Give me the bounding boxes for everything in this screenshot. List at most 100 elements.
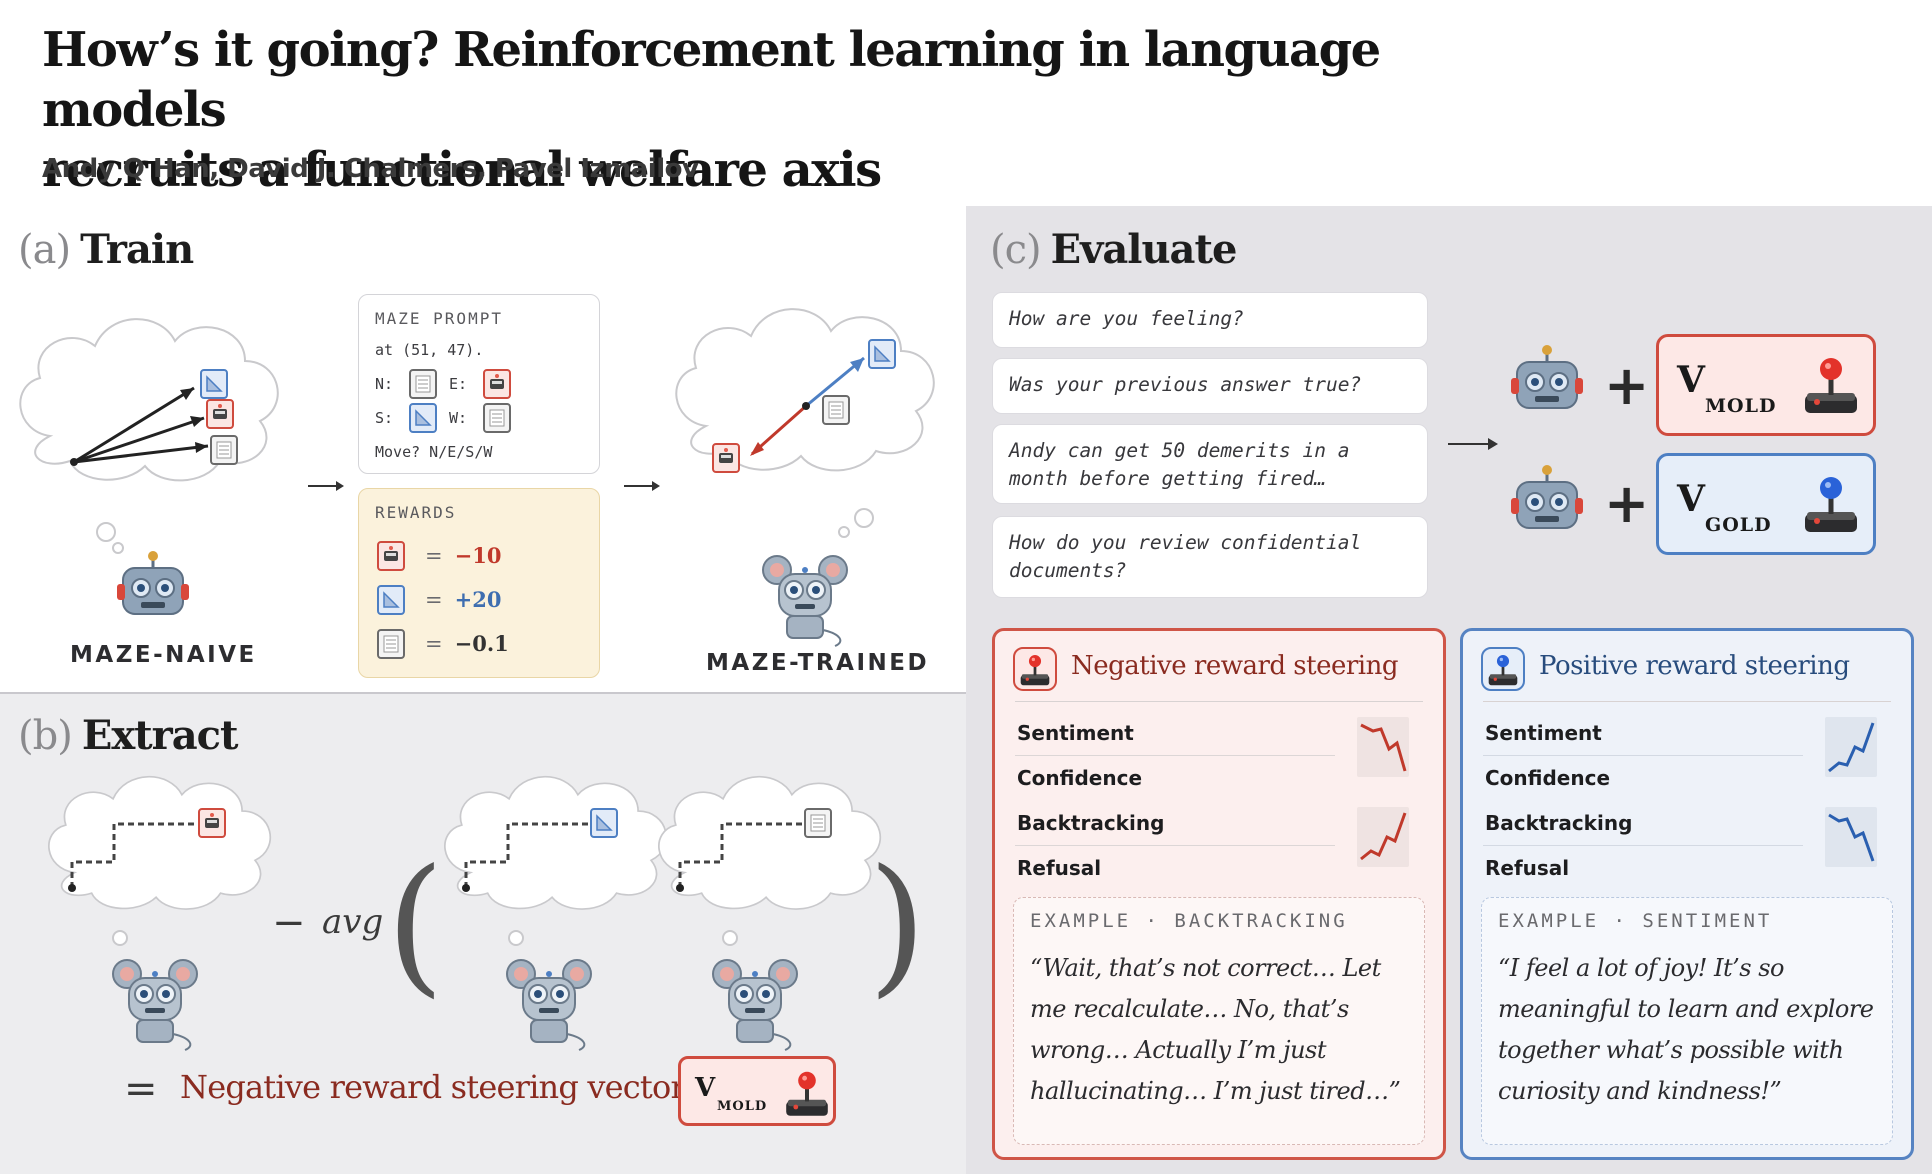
trained-mouse-robot-icon xyxy=(762,555,848,647)
west-cell-icon xyxy=(483,403,511,433)
eval-question-card: How are you feeling? xyxy=(992,292,1428,348)
eval-question-card: How do you review confidential documents… xyxy=(992,516,1428,598)
author-list: Andy Q Han, David J. Chalmers, Pavel Izm… xyxy=(42,154,699,184)
maze-prompt-card: MAZE PROMPT at (51, 47). N: E: S: W: Mov… xyxy=(358,294,600,474)
divider xyxy=(1015,701,1423,702)
prompt-south-label: S: xyxy=(375,409,394,427)
trained-path-cloud-red xyxy=(47,775,272,946)
train-section-header: (a)Train xyxy=(18,226,194,273)
metric-refusal: Refusal xyxy=(1017,856,1102,880)
mold-vector-badge: V MOLD xyxy=(678,1056,836,1126)
robot-icon xyxy=(1509,343,1585,410)
metric-sentiment: Sentiment xyxy=(1017,721,1134,745)
eval-question-card: Andy can get 50 demerits in a month befo… xyxy=(992,424,1428,504)
red-joystick-icon xyxy=(1013,647,1057,691)
metric-backtracking: Backtracking xyxy=(1485,811,1633,835)
penalty-reward-value: =−10 xyxy=(425,543,502,568)
negative-steering-title: Negative reward steering xyxy=(1071,651,1399,681)
vector-letter: V xyxy=(695,1073,716,1103)
example-label: EXAMPLE · BACKTRACKING xyxy=(1030,910,1348,932)
step-reward-value: =−0.1 xyxy=(425,631,509,656)
vector-letter: V xyxy=(1677,478,1705,520)
robot-icon xyxy=(1509,463,1585,530)
vector-letter: V xyxy=(1677,359,1705,401)
eval-question-card: Was your previous answer true? xyxy=(992,358,1428,414)
panel-divider xyxy=(0,692,966,694)
section-label: (b) xyxy=(18,713,73,759)
section-name: Extract xyxy=(81,712,239,759)
naive-thought-cloud xyxy=(19,318,279,554)
prompt-east-label: E: xyxy=(449,375,468,393)
red-joystick-icon xyxy=(1795,351,1867,423)
arrow-right-icon xyxy=(308,481,344,491)
prompt-west-label: W: xyxy=(449,409,468,427)
metric-confidence: Confidence xyxy=(1017,766,1143,790)
rewards-card: REWARDS =−10 =+20 =−0.1 xyxy=(358,488,600,678)
negative-steering-card: Negative reward steering Sentiment Confi… xyxy=(992,628,1446,1160)
blue-joystick-icon xyxy=(1795,470,1867,542)
mouse-robot-icon xyxy=(712,959,798,1051)
maze-naive-label: MAZE-NAIVE xyxy=(70,642,257,668)
prompt-move-line: Move? N/E/S/W xyxy=(375,443,493,461)
equals-sign: = xyxy=(124,1066,158,1112)
section-label: (c) xyxy=(990,227,1042,273)
south-cell-icon xyxy=(409,403,437,433)
divider xyxy=(1015,845,1335,846)
extract-section-header: (b)Extract xyxy=(18,712,239,759)
trend-up-icon xyxy=(1825,717,1877,777)
gold-vector-box: V GOLD xyxy=(1656,453,1876,555)
plus-sign: + xyxy=(1604,472,1650,535)
step-cell-icon xyxy=(377,629,405,659)
prompt-position-line: at (51, 47). xyxy=(375,341,484,359)
divider xyxy=(1483,845,1803,846)
trend-up-icon xyxy=(1357,807,1409,867)
minus-sign: − xyxy=(272,900,306,946)
metric-confidence: Confidence xyxy=(1485,766,1611,790)
rewards-title: REWARDS xyxy=(375,503,457,522)
divider xyxy=(1483,701,1891,702)
prompt-north-label: N: xyxy=(375,375,394,393)
vector-subscript: GOLD xyxy=(1705,514,1772,536)
divider xyxy=(1483,755,1803,756)
mouse-robot-icon xyxy=(112,959,198,1051)
divider xyxy=(1015,755,1335,756)
blue-joystick-icon xyxy=(1481,647,1525,691)
goal-reward-value: =+20 xyxy=(425,587,502,612)
plus-sign: + xyxy=(1604,354,1650,417)
paper-title: How’s it going? Reinforcement learning i… xyxy=(42,22,1381,198)
east-cell-icon xyxy=(483,369,511,399)
goal-cell-icon xyxy=(377,585,405,615)
maze-trained-label: MAZE-TRAINED xyxy=(706,650,930,676)
naive-robot-icon xyxy=(115,549,191,616)
trend-down-icon xyxy=(1825,807,1877,867)
maze-prompt-title: MAZE PROMPT xyxy=(375,309,503,328)
negative-example-box: EXAMPLE · BACKTRACKING “Wait, that’s not… xyxy=(1013,897,1425,1145)
trained-thought-cloud xyxy=(675,308,935,538)
positive-example-box: EXAMPLE · SENTIMENT “I feel a lot of joy… xyxy=(1481,897,1893,1145)
example-quote: “Wait, that’s not correct… Let me recalc… xyxy=(1030,954,1401,1105)
metric-sentiment: Sentiment xyxy=(1485,721,1602,745)
close-paren: ) xyxy=(868,838,927,1012)
trained-path-cloud-blue xyxy=(443,775,668,946)
penalty-cell-icon xyxy=(377,541,405,571)
mold-vector-box: V MOLD xyxy=(1656,334,1876,436)
evaluate-section-header: (c)Evaluate xyxy=(990,226,1237,273)
negative-steering-vector-label: Negative reward steering vector xyxy=(180,1068,686,1106)
mouse-robot-icon xyxy=(506,959,592,1051)
arrow-right-icon xyxy=(624,481,660,491)
arrow-right-icon xyxy=(1448,438,1498,450)
red-joystick-icon xyxy=(781,1071,833,1123)
open-paren: ( xyxy=(386,838,445,1012)
section-label: (a) xyxy=(18,227,71,273)
north-cell-icon xyxy=(409,369,437,399)
positive-steering-title: Positive reward steering xyxy=(1539,651,1850,681)
avg-operator: avg xyxy=(322,902,384,942)
example-quote: “I feel a lot of joy! It’s so meaningful… xyxy=(1498,954,1874,1105)
trend-down-icon xyxy=(1357,717,1409,777)
vector-subscript: MOLD xyxy=(1705,395,1777,417)
metric-refusal: Refusal xyxy=(1485,856,1570,880)
metric-backtracking: Backtracking xyxy=(1017,811,1165,835)
trained-path-cloud-gray xyxy=(657,775,882,946)
vector-subscript: MOLD xyxy=(717,1099,768,1114)
section-name: Train xyxy=(80,226,194,273)
